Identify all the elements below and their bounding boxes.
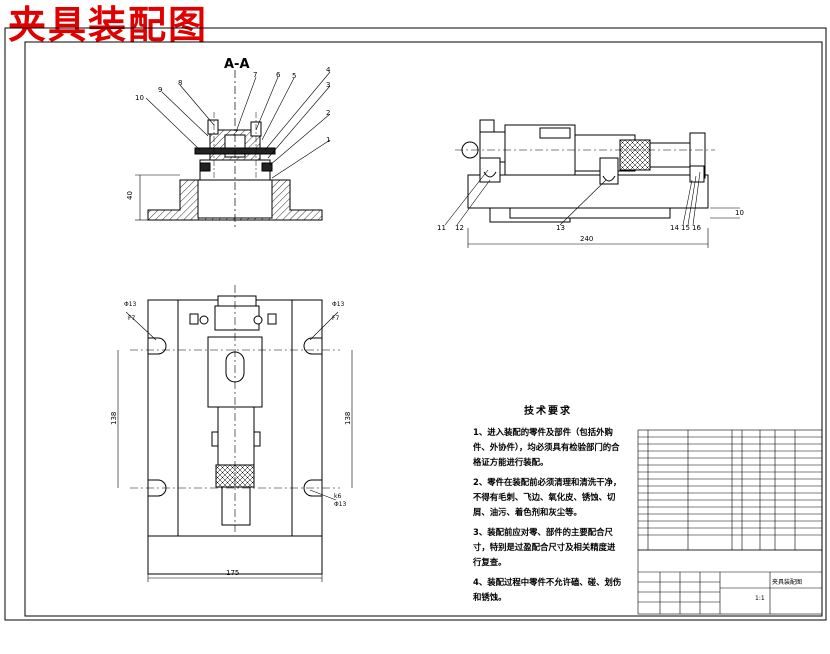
callout-16: 16 [692, 224, 701, 232]
fit-label-bottom: Φ13 [334, 501, 347, 508]
callout-13: 13 [556, 224, 565, 232]
plan-view: 175 138 138 Φ13 F7 Φ13 F7 k6 Φ13 [110, 285, 353, 582]
title-block-scale: 1:1 [755, 595, 765, 602]
dim-spacing-left: 138 [110, 412, 118, 425]
callout-8: 8 [178, 79, 182, 87]
inner-frame [24, 41, 823, 617]
callout-10: 10 [135, 94, 144, 102]
tech-item-2: 2、零件在装配前必须清理和清洗干净，不得有毛刺、飞边、氧化皮、锈蚀、切屑、油污、… [473, 477, 622, 517]
technical-requirements: 技术要求 1、进入装配的零件及部件（包括外购件、外协件），均必须具有检验部门的合… [473, 404, 623, 610]
callout-14: 14 [670, 224, 679, 232]
callout-2: 2 [326, 109, 330, 117]
callout-6: 6 [276, 71, 281, 79]
callout-15: 15 [681, 224, 690, 232]
parts-list: 夹具装配图 1:1 [637, 429, 823, 615]
fit-label-left: Φ13 [124, 301, 137, 308]
callout-11: 11 [437, 224, 446, 232]
callout-5: 5 [292, 72, 296, 80]
title-block-name: 夹具装配图 [772, 578, 802, 586]
outer-frame [4, 27, 827, 621]
section-view: A-A 40 [126, 57, 331, 228]
dim-width-plan: 175 [226, 569, 239, 577]
callout-1: 1 [326, 136, 330, 144]
fit-f7-right: F7 [332, 315, 339, 322]
callout-7: 7 [253, 71, 257, 79]
dim-height-section: 40 [126, 191, 134, 200]
side-view: 240 10 11 12 13 14 15 16 [437, 119, 744, 248]
dim-height-side: 10 [735, 209, 744, 217]
dim-length-side: 240 [580, 235, 593, 243]
dim-spacing-right: 138 [344, 412, 352, 425]
drawing-title: 夹具装配图 [8, 2, 209, 47]
callout-9: 9 [158, 86, 162, 94]
tech-item-3: 3、装配前应对零、部件的主要配合尺寸，特别是过盈配合尺寸及相关精度进行复查。 [473, 527, 616, 567]
callout-4: 4 [326, 66, 331, 74]
fit-k6: k6 [334, 493, 341, 500]
callout-12: 12 [455, 224, 464, 232]
tech-heading: 技术要求 [524, 406, 572, 417]
tech-item-4: 4、装配过程中零件不允许磕、碰、划伤和锈蚀。 [473, 577, 622, 602]
fit-label-right: Φ13 [332, 301, 345, 308]
tech-item-1: 1、进入装配的零件及部件（包括外购件、外协件），均必须具有检验部门的合格证方能进… [473, 427, 620, 467]
callout-3: 3 [326, 81, 330, 89]
section-label: A-A [224, 57, 250, 72]
fit-f7-left: F7 [128, 315, 135, 322]
